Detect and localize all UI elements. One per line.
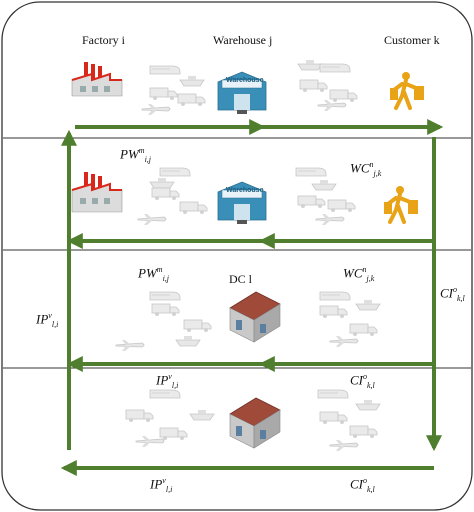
- factory-icon: [71, 172, 123, 213]
- flow-label-ci: CIok,l: [440, 285, 465, 303]
- flow-label-ci: CIok,l: [350, 476, 375, 494]
- warehouse-icon: [217, 71, 267, 114]
- flow-label-pw: PWmi,j: [120, 146, 152, 164]
- customer-shopper-icon: [384, 186, 418, 224]
- flow-label-ip: IPvl,i: [150, 476, 173, 494]
- flow-label-ip: IPvl,i: [36, 311, 59, 329]
- header-customer: Customer k: [384, 33, 440, 47]
- flow-label-ip: IPvl,i: [156, 372, 179, 390]
- distribution-center-icon: [229, 397, 281, 449]
- header-warehouse: Warehouse j: [213, 33, 273, 47]
- flow-label-wc: WCnj,k: [350, 160, 382, 178]
- flow-label-wc: WCnj,k: [343, 265, 375, 283]
- warehouse-sign: Warehouse: [226, 77, 264, 84]
- flow-label-ci: CIok,l: [350, 372, 375, 390]
- distribution-center-icon: [229, 291, 281, 343]
- customer-shopper-icon: [390, 72, 424, 110]
- warehouse-sign: Warehouse: [226, 187, 264, 194]
- warehouse-icon: [217, 181, 267, 224]
- header-factory: Factory i: [82, 33, 125, 47]
- transport-icons: [115, 59, 381, 452]
- flow-label-pw: PWmi,j: [138, 265, 170, 283]
- factory-icon: [71, 62, 123, 97]
- dc-label: DC l: [229, 272, 253, 286]
